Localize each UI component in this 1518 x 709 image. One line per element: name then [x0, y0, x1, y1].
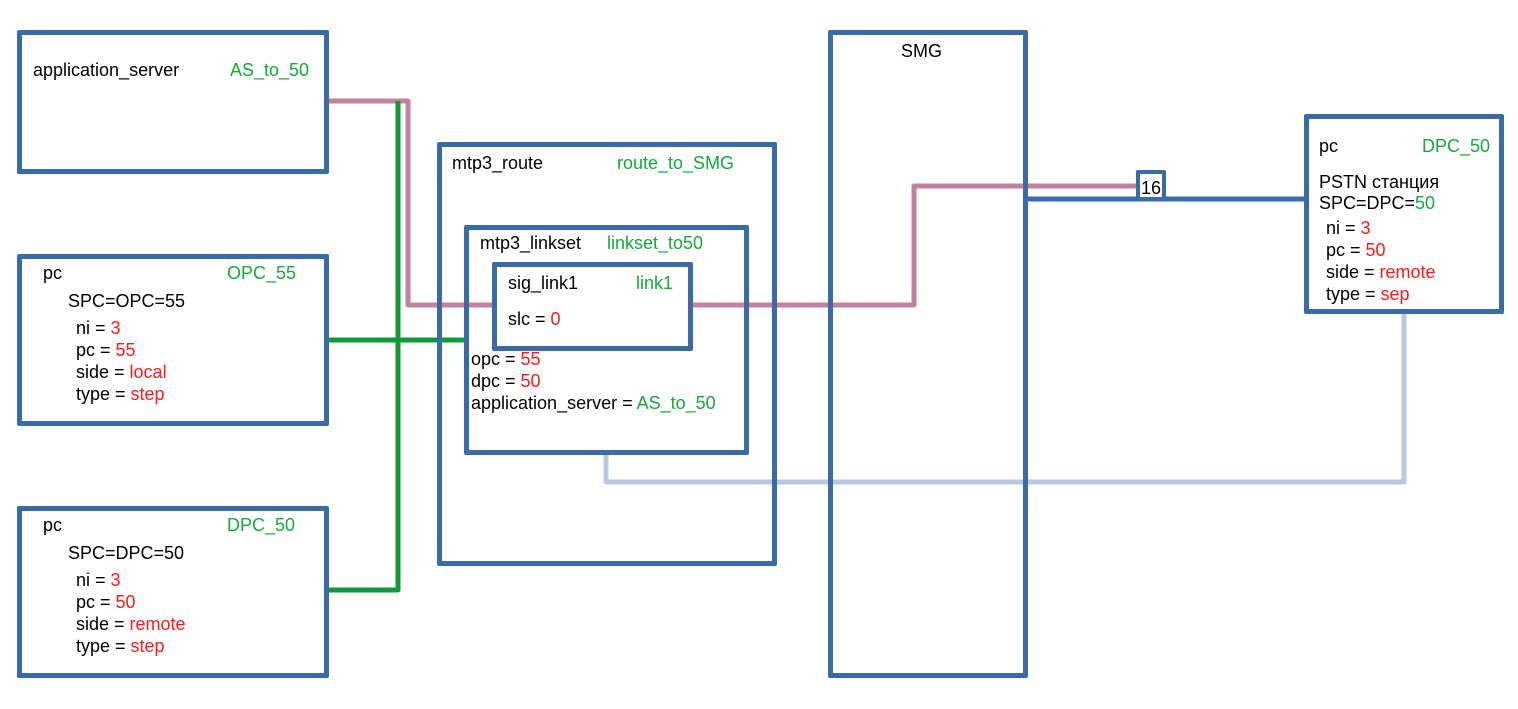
- pc-dpc-fields: ni = 3 pc = 50 side = remote type = step: [76, 569, 186, 657]
- field-type: type = step: [76, 384, 165, 404]
- mtp3-route-name: route_to_SMG: [617, 153, 735, 173]
- field-type: type = step: [76, 636, 165, 656]
- field-type: type = sep: [1326, 284, 1410, 304]
- pstn-pc-name: DPC_50: [1422, 136, 1491, 156]
- pc-opc-name: OPC_55: [227, 263, 297, 283]
- pstn-desc: PSTN станция: [1319, 172, 1440, 192]
- application-server-type: application_server: [33, 60, 180, 80]
- wire-green-bus: [328, 101, 401, 593]
- pstn-fields: ni = 3 pc = 50 side = remote type = sep: [1326, 217, 1436, 305]
- pc-opc-fields: ni = 3 pc = 55 side = local type = step: [76, 317, 167, 405]
- field-ni: ni = 3: [76, 570, 121, 590]
- mtp3-route-type: mtp3_route: [452, 153, 544, 173]
- field-opc: opc = 55: [471, 349, 541, 369]
- pc-dpc-type: pc: [43, 515, 63, 535]
- wire-linkset-to-pstn: [603, 312, 1407, 485]
- sig-link-type: sig_link1: [508, 273, 579, 293]
- sig-link-box[interactable]: [492, 262, 693, 351]
- field-ni: ni = 3: [1326, 218, 1371, 238]
- pc-opc-type: pc: [43, 263, 63, 283]
- pstn-pc-box[interactable]: [1304, 114, 1504, 314]
- pc-dpc-spc: SPC=DPC=50: [68, 543, 185, 563]
- field-side: side = remote: [1326, 262, 1436, 282]
- pc-dpc-box[interactable]: [17, 506, 329, 678]
- mtp3-linkset-name: linkset_to50: [607, 233, 704, 253]
- pc-opc-spc: SPC=OPC=55: [68, 291, 186, 311]
- mtp3-linkset-fields: opc = 55 dpc = 50 application_server = A…: [471, 348, 716, 414]
- smg-box[interactable]: [828, 30, 1028, 678]
- application-server-box[interactable]: [17, 30, 329, 174]
- field-application-server: application_server = AS_to_50: [471, 393, 716, 413]
- mtp3-route-box[interactable]: [437, 142, 777, 566]
- wire-as-to-siglink: [328, 98, 494, 308]
- mtp3-linkset-box[interactable]: [464, 225, 749, 455]
- field-pc: pc = 50: [76, 592, 136, 612]
- application-server-name: AS_to_50: [230, 60, 310, 80]
- sig-link-slc: slc = 0: [508, 309, 561, 329]
- field-side: side = remote: [76, 614, 186, 634]
- sig-link-name: link1: [636, 273, 674, 293]
- field-dpc: dpc = 50: [471, 371, 541, 391]
- pstn-spc: SPC=DPC=50: [1319, 193, 1436, 213]
- pc-dpc-name: DPC_50: [227, 515, 296, 535]
- pc-opc-box[interactable]: [17, 254, 329, 426]
- field-side: side = local: [76, 362, 167, 382]
- smg-title: SMG: [901, 41, 943, 61]
- field-pc: pc = 55: [76, 340, 136, 360]
- smg-port-badge[interactable]: 16: [1136, 170, 1166, 201]
- mtp3-linkset-type: mtp3_linkset: [480, 233, 582, 253]
- pstn-pc-type: pc: [1319, 136, 1339, 156]
- field-ni: ni = 3: [76, 318, 121, 338]
- field-pc: pc = 50: [1326, 240, 1386, 260]
